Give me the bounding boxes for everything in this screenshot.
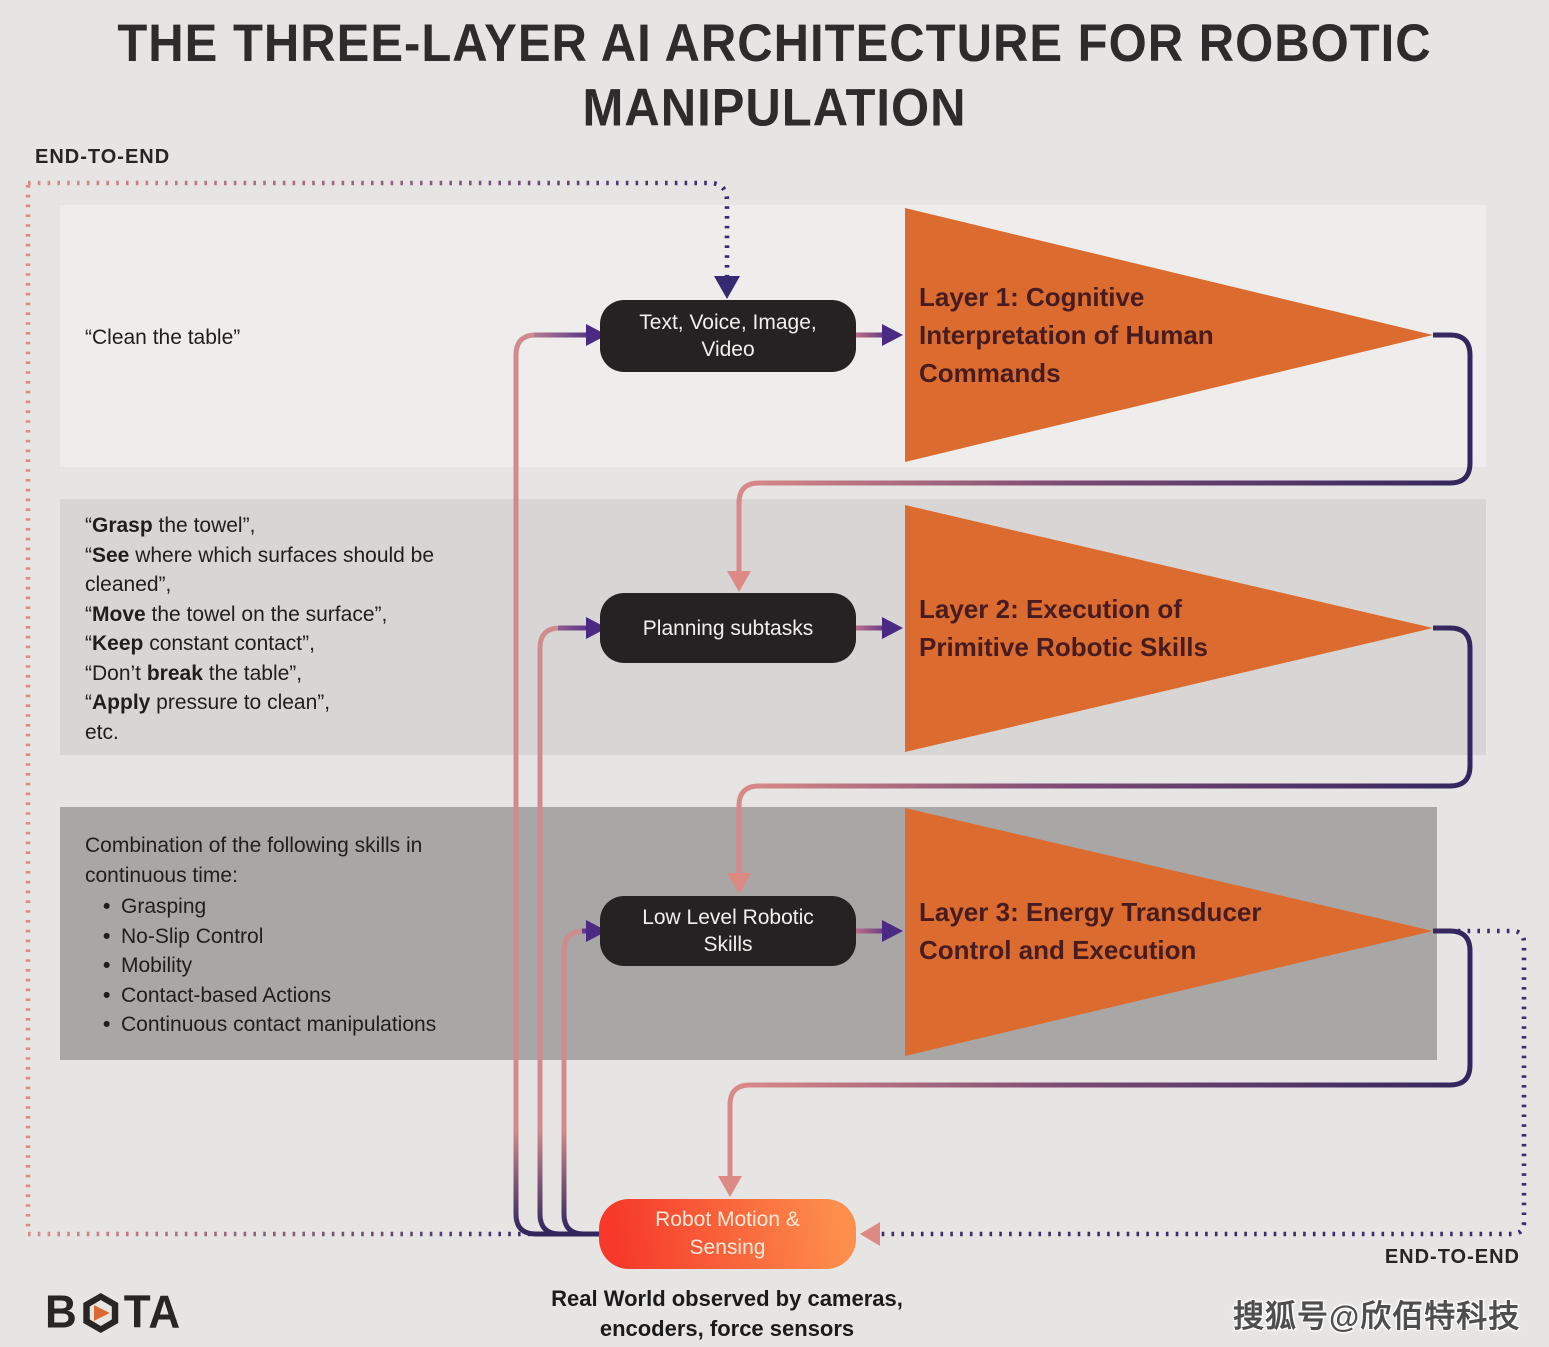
skill-item: Grasping xyxy=(85,892,505,922)
skills-list: GraspingNo-Slip ControlMobilityContact-b… xyxy=(85,892,505,1040)
end-to-end-label-top: END-TO-END xyxy=(35,146,171,168)
low-level-skills-node: Low Level Robotic Skills xyxy=(600,896,856,966)
input-modalities-label: Text, Voice, Image, Video xyxy=(639,311,817,361)
dotted-right-line xyxy=(874,928,1527,1237)
end-to-end-label-bottom: END-TO-END xyxy=(1384,1246,1520,1268)
dotted-arrowhead-into-input-node xyxy=(714,276,740,299)
robot-motion-sensing-label: Robot Motion & Sensing xyxy=(655,1208,800,1259)
end-to-end-dotted-loop xyxy=(25,180,1527,1237)
layer3-skills-block: Combination of the following skills in c… xyxy=(85,831,505,1040)
skill-item: Continuous contact manipulations xyxy=(85,1010,505,1040)
low-level-skills-label: Low Level Robotic Skills xyxy=(642,906,814,956)
layer2-title: Layer 2: Execution of Primitive Robotic … xyxy=(919,594,1208,662)
arrowhead-into-layer3-triangle xyxy=(882,920,903,942)
riser-line-1 xyxy=(513,332,599,1237)
dotted-top-line xyxy=(28,180,730,282)
input-modalities-node: Text, Voice, Image, Video xyxy=(600,300,856,372)
node-to-layer-arrows xyxy=(856,332,884,934)
title-line-1: THE THREE-LAYER AI ARCHITECTURE FOR ROBO… xyxy=(117,14,1432,73)
arrowhead-into-lowlevel-node-left xyxy=(586,920,607,942)
skill-item: Mobility xyxy=(85,951,505,981)
subtask-line: “Apply pressure to clean”, xyxy=(85,691,331,714)
dotted-arrowhead-into-robot-node xyxy=(860,1222,880,1246)
arrowhead-into-layer2-triangle xyxy=(882,617,903,639)
subtask-line: etc. xyxy=(85,720,119,744)
arrowhead-into-robot-node-top xyxy=(718,1176,742,1197)
arrowhead-into-input-node-left xyxy=(586,324,607,346)
real-world-caption: Real World observed by cameras, encoders… xyxy=(551,1286,903,1341)
subtask-line: “Grasp the towel”, xyxy=(85,514,256,537)
watermark-text: 搜狐号@欣佰特科技 xyxy=(1233,1299,1521,1334)
planning-subtasks-label: Planning subtasks xyxy=(642,616,814,640)
title-line-2: MANIPULATION xyxy=(582,79,967,138)
page-title: THE THREE-LAYER AI ARCHITECTURE FOR ROBO… xyxy=(0,11,1549,141)
logo-hexagon-play-icon xyxy=(81,1292,121,1334)
logo-text-left: B xyxy=(45,1286,78,1339)
arrowhead-into-planning-node-left xyxy=(586,617,607,639)
feedback-lines xyxy=(727,332,1473,1184)
layer1-title: Layer 1: Cognitive Interpretation of Hum… xyxy=(919,282,1214,388)
layer2-subtask-list: “Grasp the towel”, “See where which surfa… xyxy=(85,511,487,747)
subtask-line: “Keep constant contact”, xyxy=(85,632,315,655)
layer1-input-quote: “Clean the table” xyxy=(85,326,241,349)
layer1-feedback-line xyxy=(736,332,1473,578)
robot-motion-sensing-node: Robot Motion & Sensing xyxy=(599,1199,856,1269)
arrowhead-into-planning-node xyxy=(727,571,751,592)
skill-item: No-Slip Control xyxy=(85,922,505,952)
layer3-title: Layer 3: Energy Transducer Control and E… xyxy=(919,897,1262,965)
layer3-triangle xyxy=(905,808,1433,1056)
skill-item: Contact-based Actions xyxy=(85,981,505,1011)
skills-intro: Combination of the following skills in c… xyxy=(85,834,423,887)
planning-subtasks-node: Planning subtasks xyxy=(600,593,856,663)
subtask-line: “See where which surfaces should be clea… xyxy=(85,543,435,597)
subtask-line: “Move the towel on the surface”, xyxy=(85,602,388,626)
layer3-feedback-line xyxy=(727,928,1473,1184)
riser-line-2 xyxy=(537,625,599,1237)
layer1-triangle xyxy=(905,208,1433,462)
riser-lines xyxy=(513,332,599,1237)
logo-text-right: TA xyxy=(123,1286,182,1339)
layer2-feedback-line xyxy=(736,625,1473,880)
riser-line-3 xyxy=(561,928,599,1237)
subtask-line: “Don’t break the table”, xyxy=(85,661,303,685)
bota-logo: B TA xyxy=(45,1286,182,1339)
arrowhead-into-layer1-triangle xyxy=(882,324,903,346)
layer2-triangle xyxy=(905,505,1433,752)
arrowhead-into-lowlevel-node xyxy=(727,873,751,894)
